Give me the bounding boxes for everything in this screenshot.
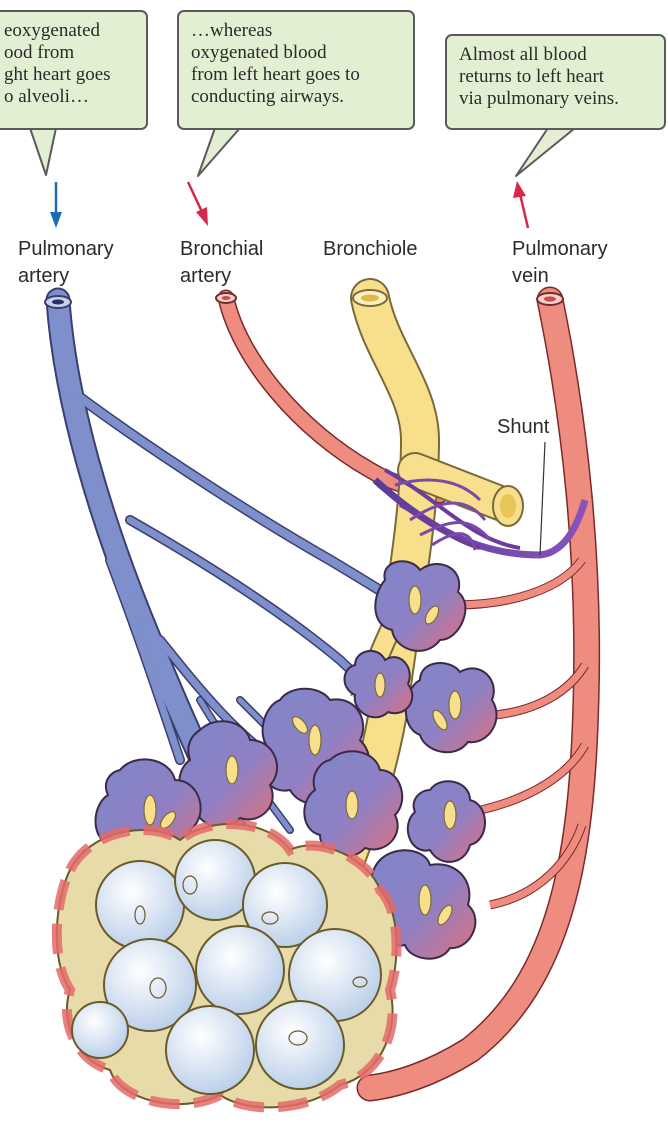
callout-line: Almost all blood [459, 44, 587, 65]
callout-line: ood from [4, 42, 75, 63]
shunt-vessel [372, 441, 589, 559]
label-line: artery [18, 265, 70, 287]
callout-pointers [29, 127, 576, 177]
bronchial-artery-arrow-icon [186, 181, 208, 226]
pulmonary-vein-arrow-icon [513, 181, 530, 229]
label-line: Pulmonary [18, 238, 114, 260]
label-pulmonary-vein: Pulmonary vein [512, 236, 608, 290]
callout-line: ght heart goes [4, 64, 111, 85]
callout-line: …whereas [191, 20, 273, 41]
callout-line: returns to left heart [459, 66, 605, 87]
callout-line: conducting airways. [191, 86, 345, 107]
callout-bronchial-artery: …whereas oxygenated blood from left hear… [177, 10, 415, 130]
label-line: Shunt [497, 416, 550, 438]
label-bronchial-artery: Bronchial artery [180, 236, 263, 290]
label-shunt: Shunt [497, 414, 549, 441]
callout-line: eoxygenated [4, 20, 101, 41]
pulmonary-vein-vessel [356, 286, 601, 1102]
alveolar-cluster [51, 819, 402, 1113]
alveolar-ducts [143, 585, 462, 926]
callout-line: o alveoli… [4, 86, 89, 107]
pulmonary-artery-arrow-icon [50, 182, 62, 228]
callout-pulmonary-artery: eoxygenated ood from ght heart goes o al… [0, 10, 148, 130]
label-line: Bronchiole [323, 238, 418, 260]
callout-line: oxygenated blood [191, 42, 327, 63]
label-bronchiole: Bronchiole [323, 236, 418, 263]
label-line: Bronchial [180, 238, 264, 260]
label-line: Pulmonary [512, 238, 608, 260]
callout-line: via pulmonary veins. [459, 88, 619, 109]
label-pulmonary-artery: Pulmonary artery [18, 236, 114, 290]
callout-pulmonary-vein: Almost all blood returns to left heart v… [445, 34, 666, 130]
callout-line: from left heart goes to [191, 64, 360, 85]
label-line: vein [512, 265, 549, 287]
label-line: artery [180, 265, 232, 287]
